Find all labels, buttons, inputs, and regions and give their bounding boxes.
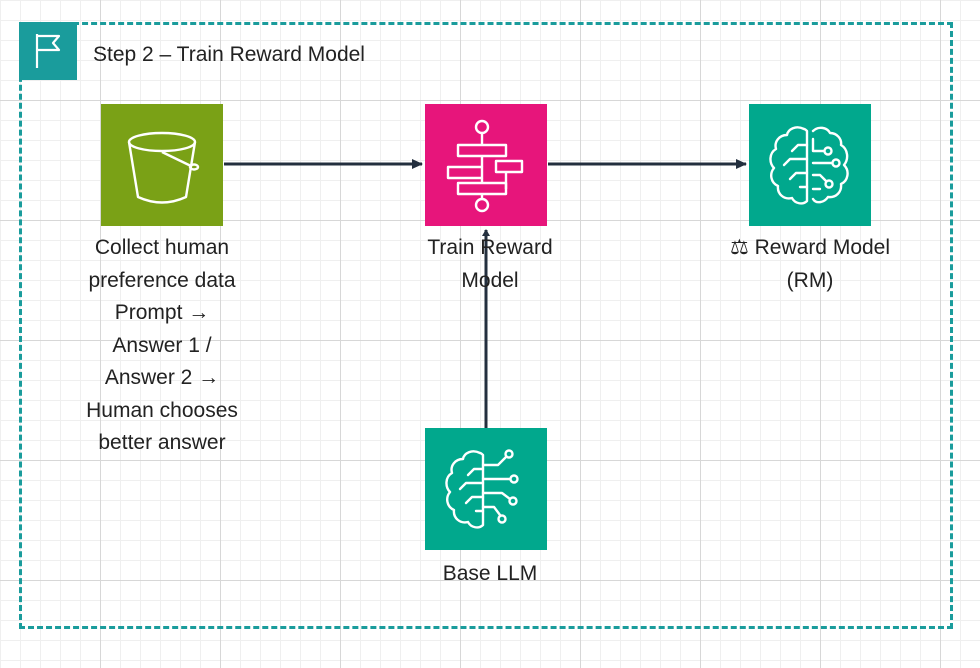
train-reward-model-node[interactable] bbox=[425, 104, 547, 226]
label-line: Human chooses bbox=[86, 398, 238, 422]
label-line: Answer 1 / bbox=[112, 333, 212, 357]
label-line: Base LLM bbox=[442, 562, 538, 585]
flag-icon bbox=[19, 22, 77, 80]
base-llm-label: Base LLM bbox=[405, 558, 575, 591]
label-line: (RM) bbox=[786, 268, 834, 292]
reward-model-label: ⚖ Reward Model (RM) bbox=[700, 232, 920, 297]
label-line: preference data bbox=[88, 268, 236, 292]
base-llm-node[interactable] bbox=[425, 428, 547, 550]
bucket-icon bbox=[127, 131, 200, 204]
label-line: Model bbox=[461, 268, 519, 292]
label-line: better answer bbox=[98, 431, 226, 454]
step-functions-icon bbox=[446, 119, 524, 213]
train-reward-model-label: Train Reward Model bbox=[395, 232, 585, 297]
label-line: Train Reward bbox=[427, 236, 553, 259]
group-title: Step 2 – Train Reward Model bbox=[93, 43, 365, 66]
collect-data-label: Collect human preference data Prompt → A… bbox=[62, 232, 262, 460]
label-line: ⚖ Reward Model bbox=[729, 236, 891, 259]
collect-data-node[interactable] bbox=[101, 104, 223, 226]
label-line: Prompt → bbox=[114, 301, 210, 324]
step-group-boundary bbox=[19, 22, 953, 629]
label-line: Answer 2 → bbox=[104, 366, 220, 389]
brain-circuit-icon bbox=[445, 449, 519, 529]
label-line: Collect human bbox=[94, 236, 230, 259]
reward-model-node[interactable] bbox=[749, 104, 871, 226]
brain-circuit-icon bbox=[769, 126, 849, 205]
